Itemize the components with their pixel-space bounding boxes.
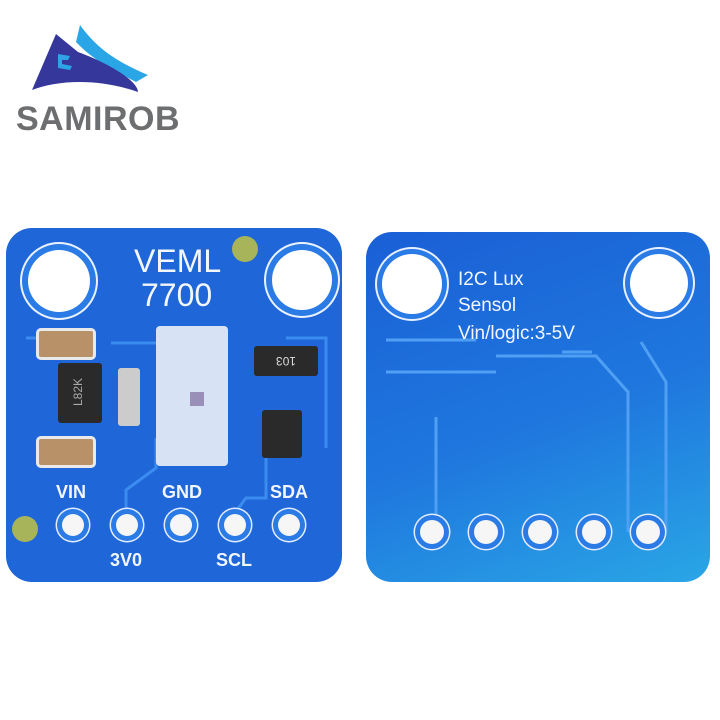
pin-pad-vin — [62, 514, 84, 536]
mount-hole-back-left — [382, 254, 442, 314]
capacitor-top — [36, 328, 96, 360]
back-pin-pad-2 — [474, 520, 498, 544]
mount-hole-back-right — [630, 254, 688, 312]
veml7700-light-sensor — [156, 326, 228, 466]
capacitor-bottom — [36, 436, 96, 468]
resistor-array-marking: 103 — [276, 354, 297, 368]
mount-hole-left — [28, 250, 90, 312]
pin-pad-sda — [278, 514, 300, 536]
pin-label-vin: VIN — [56, 482, 87, 502]
back-pin-pad-5 — [636, 520, 660, 544]
pin-label-gnd: GND — [162, 482, 202, 502]
pin-label-scl: SCL — [216, 550, 252, 570]
resistor-vertical — [118, 368, 140, 426]
front-pcb-board: VEML 7700 L82K 103 VIN 3V0 GND SCL SDA — [6, 228, 342, 582]
via-green-bottom — [12, 516, 38, 542]
back-label-line3: Vin/logic:3-5V — [458, 323, 575, 344]
resistor-array-chip: 103 — [254, 346, 318, 376]
back-label-line1: I2C Lux — [458, 269, 524, 290]
pin-pad-scl — [224, 514, 246, 536]
flag-wave-logo-icon — [32, 25, 148, 92]
inductor-marking: L82K — [71, 377, 86, 407]
inductor-chip: L82K — [58, 363, 102, 423]
pcb-traces-back — [386, 338, 668, 532]
mount-hole-right — [272, 250, 332, 310]
back-pin-pad-4 — [582, 520, 606, 544]
back-pin-pad-3 — [528, 520, 552, 544]
brand-name: SAMIROB — [16, 100, 181, 138]
pin-pad-3v0 — [116, 514, 138, 536]
brand-logo — [18, 20, 168, 100]
back-pin-pad-1 — [420, 520, 444, 544]
pin-label-sda: SDA — [270, 482, 309, 502]
via-green-top — [232, 236, 258, 262]
back-label-line2: Sensol — [458, 295, 517, 316]
photodiode-window — [190, 392, 204, 406]
pin-pad-gnd — [170, 514, 192, 536]
board-title-line2: 7700 — [141, 277, 213, 313]
back-pcb-board: I2C Lux Sensol Vin/logic:3-5V — [366, 232, 710, 582]
pin-label-3v0: 3V0 — [110, 550, 143, 570]
board-title-line1: VEML — [134, 243, 222, 279]
regulator-chip — [262, 410, 302, 458]
